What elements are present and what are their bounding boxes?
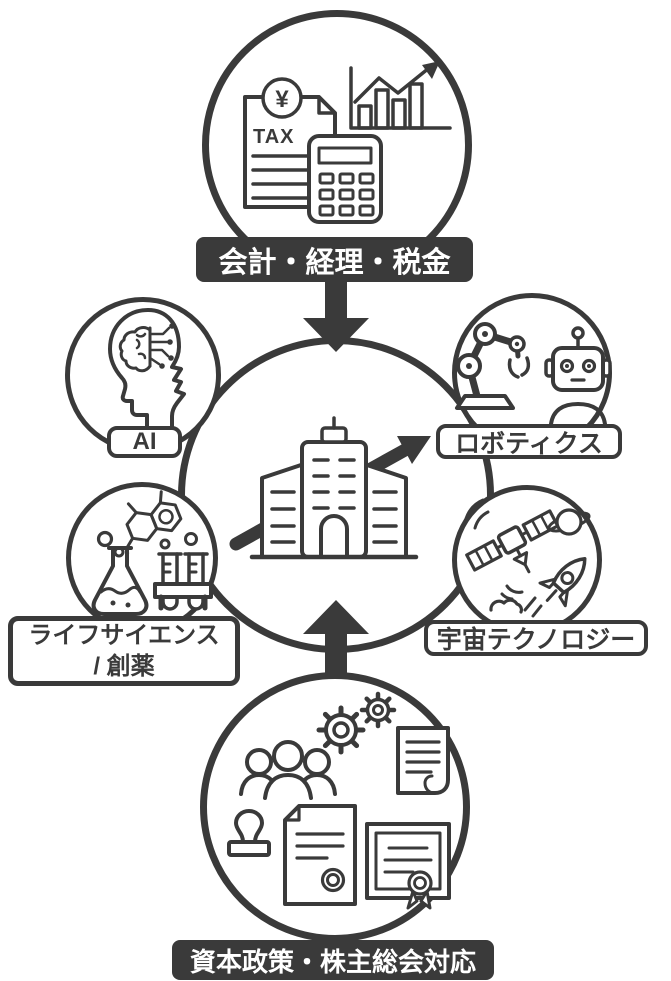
stamped-document-icon bbox=[283, 804, 357, 906]
signal-arc-icon bbox=[463, 498, 485, 524]
signal-arc-icon bbox=[473, 510, 490, 530]
satellite-icon bbox=[465, 509, 560, 574]
bar-chart-icon bbox=[349, 66, 452, 130]
life-science-label-line2: / 創薬 bbox=[93, 653, 155, 680]
yen-coin-icon: ¥ bbox=[261, 77, 303, 119]
bubble-icon bbox=[159, 538, 171, 550]
robotics-icon-wrap bbox=[455, 308, 612, 428]
capital-policy-label: 資本政策・株主総会対応 bbox=[172, 940, 494, 980]
stamp-icon bbox=[227, 809, 271, 857]
space-tech-icon bbox=[463, 498, 591, 618]
saturn-icon bbox=[547, 508, 591, 536]
robot-head-icon bbox=[544, 326, 612, 426]
bubble-icon bbox=[96, 530, 114, 548]
rocket-icon bbox=[538, 556, 587, 608]
space-tech-label: 宇宙テクノロジー bbox=[424, 620, 648, 656]
robot-arm-icon bbox=[455, 322, 531, 410]
chart-arrowhead bbox=[422, 61, 440, 79]
growth-arrowhead bbox=[397, 436, 431, 464]
ai-icon-wrap bbox=[93, 306, 198, 431]
signal-arc-icon bbox=[505, 584, 524, 594]
test-tube-rack-icon bbox=[153, 552, 213, 611]
governance-icon bbox=[227, 691, 451, 910]
accounting-icon-wrap: TAX ¥ bbox=[243, 60, 458, 225]
calculator-icon bbox=[307, 134, 383, 224]
flask-icon bbox=[91, 546, 149, 616]
robot-icon bbox=[455, 322, 612, 426]
chemistry-icon bbox=[91, 490, 213, 616]
exhaust-cloud-icon bbox=[489, 596, 543, 618]
arrow-down-icon bbox=[303, 278, 369, 352]
life-science-label-line1: ライフサイエンス bbox=[28, 622, 220, 649]
arrow-up-icon bbox=[303, 600, 369, 674]
center-icon-wrap bbox=[226, 414, 442, 561]
company-growth-icon bbox=[229, 416, 431, 560]
life-science-icon-wrap bbox=[75, 490, 213, 616]
gears-icon bbox=[316, 691, 397, 755]
office-building-icon bbox=[249, 416, 419, 560]
accounting-label: 会計・経理・税金 bbox=[196, 237, 473, 282]
space-icon-wrap bbox=[457, 492, 597, 620]
robotics-label: ロボティクス bbox=[436, 424, 622, 459]
tax-text: TAX bbox=[253, 126, 295, 148]
yen-symbol: ¥ bbox=[275, 86, 289, 113]
signal-arc-icon bbox=[500, 592, 514, 601]
ai-label: AI bbox=[107, 426, 182, 458]
people-group-icon bbox=[239, 740, 337, 800]
ai-head-icon bbox=[108, 308, 186, 430]
life-science-label: ライフサイエンス / 創薬 bbox=[8, 616, 240, 686]
brain-circuit-icon bbox=[118, 323, 175, 373]
capital-policy-icon-wrap bbox=[221, 690, 451, 910]
bubble-icon bbox=[113, 546, 125, 558]
tax-calculator-chart-icon: TAX ¥ bbox=[243, 61, 452, 224]
bubble-icon bbox=[184, 532, 198, 546]
certificate-icon bbox=[365, 822, 451, 910]
scroll-document-icon bbox=[396, 726, 450, 795]
building-door bbox=[319, 514, 349, 559]
